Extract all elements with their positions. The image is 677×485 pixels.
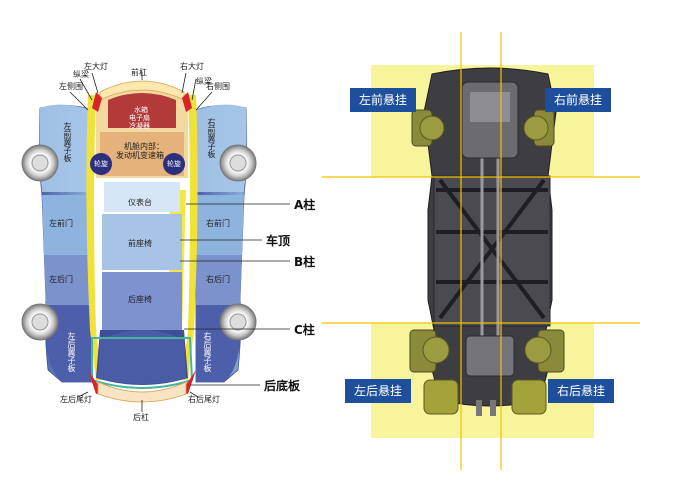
left-rear-fender-label: 左后翼子板 [67,332,76,372]
rear-left-suspension-assembly [409,329,459,415]
dashboard-label: 仪表台 [128,198,152,207]
right-headlight-label: 右大灯 [180,62,204,71]
b-pillar-callout: B柱 [294,255,316,269]
rear-right-suspension-label: 右后悬挂 [548,379,614,403]
engine-label-1: 机舱内部： [124,142,164,151]
right-headlight-shape [182,92,192,112]
left-rear-door-shape [44,255,92,305]
left-front-door-shape [42,195,92,255]
right-rail-label: 纵梁 [196,77,212,86]
left-front-fender-label: 左前翼子板 [63,122,72,162]
front-right-suspension-label: 右前悬挂 [545,88,611,112]
right-side-panel-label: 右侧围 [206,82,230,91]
front-seat-area [102,214,182,270]
chassis-crossmembers [436,178,548,320]
right-sill-structure [182,95,198,380]
chassis-diagram [322,32,640,470]
left-rear-door-label: 左后门 [49,275,73,284]
left-headlight-shape [92,92,102,112]
right-rear-door-label: 右后门 [206,275,230,284]
right-wheel-well-badge: 轮旋 [163,153,185,175]
roof-callout: 车顶 [266,234,291,248]
guide-lines [322,32,640,470]
left-side-panel-label: 左侧围 [59,82,83,91]
right-rear-door-shape [196,255,242,305]
front-left-suspension-label: 左前悬挂 [350,88,416,112]
rear-bumper-label: 后杠 [133,413,149,422]
left-wheel-well-badge: 轮旋 [90,153,112,175]
tank-label-3: 冷凝器 [129,122,150,130]
tank-label-2: 电子扇 [129,114,150,122]
left-taillight-label: 左后尾灯 [60,395,92,404]
dashboard-area [104,182,180,212]
left-rail-label: 纵梁 [73,70,89,79]
leader-lines [69,72,290,412]
exhaust-pipes [480,140,500,350]
rear-bumper-shape [97,381,187,403]
rear-floor-callout: 后底板 [264,379,301,393]
rear-right-suspension-assembly [511,329,565,415]
right-front-door-label: 右前门 [206,219,230,228]
front-bumper-label: 前杠 [131,68,147,77]
rear-seat-area [102,272,182,330]
tank-label-1: 水箱 [134,106,148,114]
rear-left-suspension-label: 左后悬挂 [345,379,411,403]
c-pillar-callout: C柱 [294,323,315,337]
engine-label-2: 发动机变速箱 [116,151,164,160]
right-taillight-label: 右后尾灯 [188,395,220,404]
radiator-area [108,93,176,128]
left-headlight-label: 左大灯 [84,62,108,71]
front-right-suspension-assembly [523,109,555,147]
right-rear-fender-label: 右后翼子板 [203,332,212,372]
rear-seat-label: 后座椅 [128,295,152,304]
rear-differential [465,335,515,377]
front-left-suspension-assembly [411,109,445,147]
left-front-door-label: 左前门 [49,219,73,228]
a-pillar-callout: A柱 [294,198,316,212]
right-front-fender-label: 右前翼子板 [207,118,216,158]
front-seat-label: 前座椅 [128,239,152,248]
